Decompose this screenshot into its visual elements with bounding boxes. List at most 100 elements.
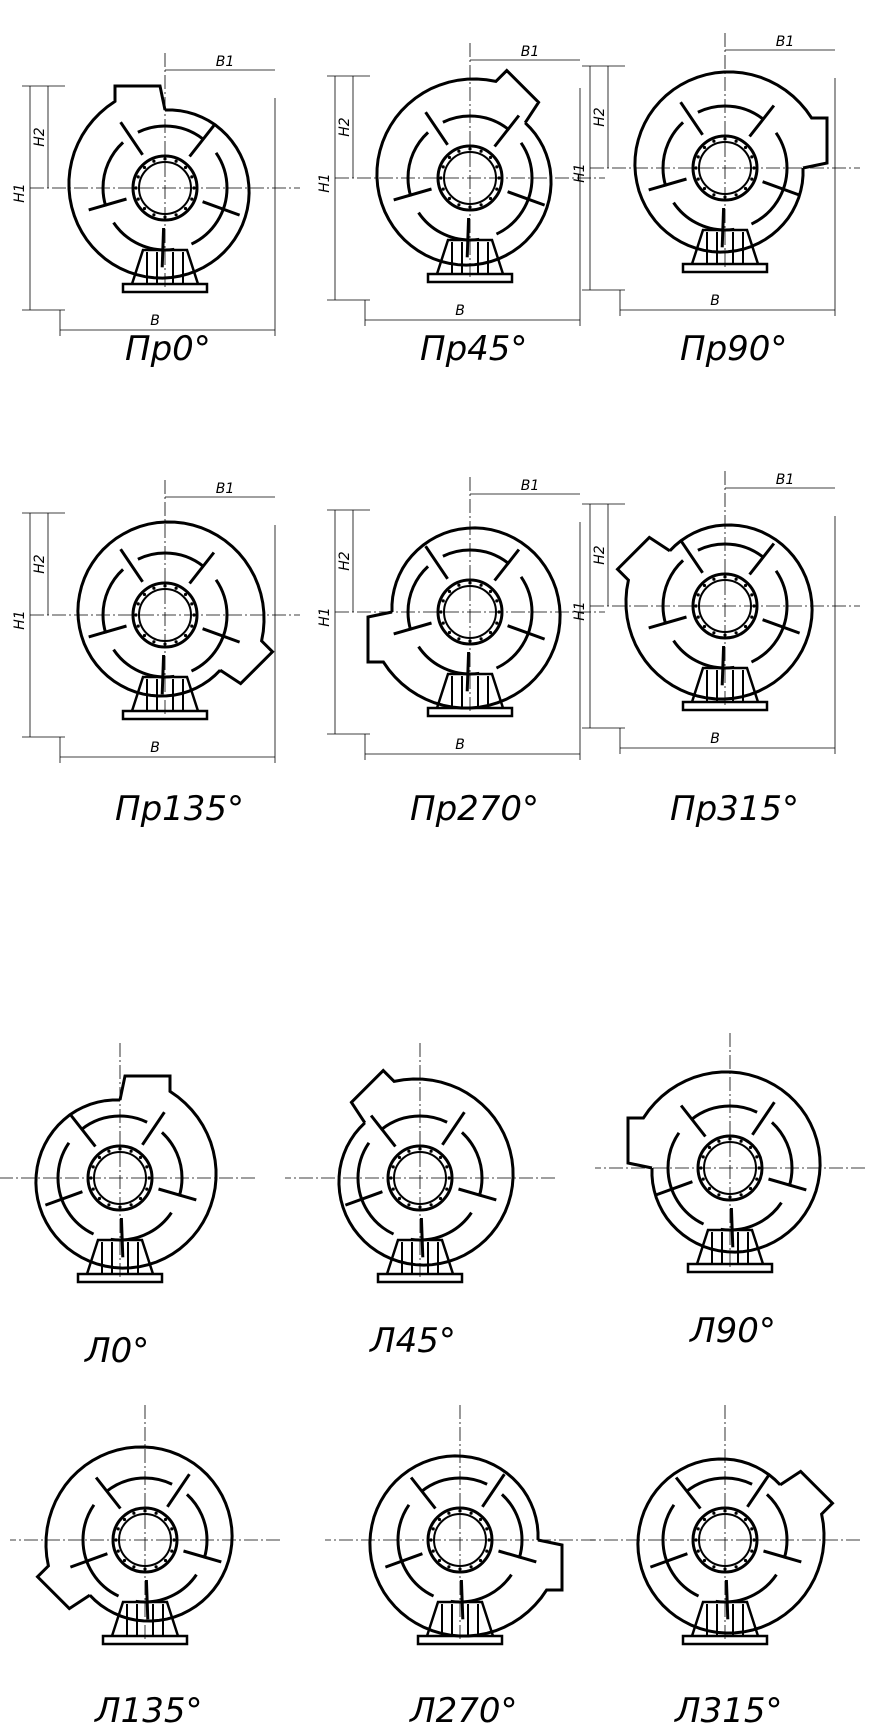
bolt-dot <box>174 586 178 590</box>
h1-label: H1 <box>12 610 28 629</box>
bolt-dot <box>752 166 756 170</box>
bolt-dot <box>192 186 196 190</box>
bolt-dot <box>447 630 452 635</box>
inlet-inner-ring <box>703 1141 757 1195</box>
bolt-dot <box>743 1517 748 1522</box>
fan-drawing <box>335 43 605 284</box>
impeller-blade <box>158 1187 197 1202</box>
bolt-dot <box>755 1177 759 1181</box>
bolt-dot <box>468 581 472 585</box>
b-label: B <box>455 303 465 319</box>
bolt-dot <box>495 165 499 169</box>
bolt-dot <box>750 1549 754 1553</box>
bolt-dot <box>734 577 738 581</box>
bolt-dot <box>190 175 194 179</box>
bolt-dot <box>138 1196 143 1201</box>
inlet-inner-ring <box>138 588 192 642</box>
fan-drawing <box>595 1033 865 1274</box>
bolt-dot <box>429 1538 433 1542</box>
bolt-dot <box>429 1203 433 1207</box>
bolt-dot <box>495 621 499 625</box>
bolt-dot <box>389 1176 393 1180</box>
housing-scroll <box>636 1457 835 1635</box>
bolt-dot <box>447 196 452 201</box>
bolt-dot <box>712 1511 716 1515</box>
bolt-dot <box>750 177 754 181</box>
fan-drawing <box>590 33 860 274</box>
bolt-dot <box>441 187 445 191</box>
bolt-dot <box>723 1567 727 1571</box>
bolt-dot <box>457 637 461 641</box>
bolt-dot <box>723 575 727 579</box>
bolt-dot <box>439 176 443 180</box>
bolt-dot <box>734 631 738 635</box>
bolt-dot <box>468 205 472 209</box>
bolt-dot <box>743 624 748 629</box>
bolt-dot <box>107 1203 111 1207</box>
impeller-blade <box>384 1552 423 1569</box>
impeller-blade <box>507 624 546 641</box>
bolt-dot <box>418 1147 422 1151</box>
bolt-dot <box>469 1511 473 1515</box>
bolt-dot <box>750 1527 754 1531</box>
bolt-dot <box>174 640 178 644</box>
support-frame <box>85 1238 155 1275</box>
bolt-dot <box>136 624 140 628</box>
fan-drawing <box>30 480 300 721</box>
inlet-ring <box>436 144 504 212</box>
bolt-dot <box>152 640 156 644</box>
bolt-dot <box>479 637 483 641</box>
bolt-dot <box>190 197 194 201</box>
bolt-dot <box>147 1176 151 1180</box>
bolt-dot <box>114 1538 118 1542</box>
housing-scroll <box>34 1074 218 1270</box>
impeller-blade <box>88 197 127 212</box>
bolt-dot <box>154 1565 158 1569</box>
impeller-blade <box>465 217 471 258</box>
h2-label: H2 <box>32 127 48 147</box>
bolt-dot <box>485 1549 489 1553</box>
impeller-blade <box>119 121 144 156</box>
bolt-dot <box>391 1187 395 1191</box>
bolt-dot <box>696 177 700 181</box>
bolt-dot <box>734 193 738 197</box>
b1-label: B1 <box>521 44 540 60</box>
bolt-dot <box>183 206 188 211</box>
bolt-dot <box>152 159 156 163</box>
bolt-dot <box>702 145 707 150</box>
inlet-inner-ring <box>93 1151 147 1205</box>
h1-label: H1 <box>572 163 588 182</box>
inlet-inner-ring <box>698 579 752 633</box>
housing-scroll <box>67 84 251 280</box>
impeller-blade <box>141 1111 166 1146</box>
base-plate <box>121 709 209 721</box>
bolt-dot <box>407 1203 411 1207</box>
impeller-blade <box>188 124 216 158</box>
bolt-dot <box>469 1565 473 1569</box>
bolt-dot <box>488 589 493 594</box>
fan-caption: Л90° <box>688 1311 776 1351</box>
bolt-dot <box>734 139 738 143</box>
impeller-blade <box>202 200 241 217</box>
bolt-dot <box>701 1155 705 1159</box>
inlet-inner-ring <box>698 141 752 195</box>
impeller-blade <box>160 654 166 695</box>
bolt-dot <box>696 155 700 159</box>
bolt-dot <box>723 195 727 199</box>
impeller-blade <box>188 551 216 585</box>
bolt-dot <box>91 1187 95 1191</box>
bolt-dot <box>728 1137 732 1141</box>
impeller-blade <box>69 1114 97 1148</box>
bolt-dot <box>170 1527 174 1531</box>
fan-drawing <box>10 1405 280 1646</box>
bolt-dot <box>457 149 461 153</box>
impeller-blade <box>465 651 471 692</box>
impeller-blade <box>144 1579 150 1620</box>
base-plate <box>376 1272 464 1284</box>
impeller-blade <box>94 1476 122 1510</box>
bolt-dot <box>488 155 493 160</box>
bolt-dot <box>143 1509 147 1513</box>
impeller-blade <box>424 111 449 146</box>
